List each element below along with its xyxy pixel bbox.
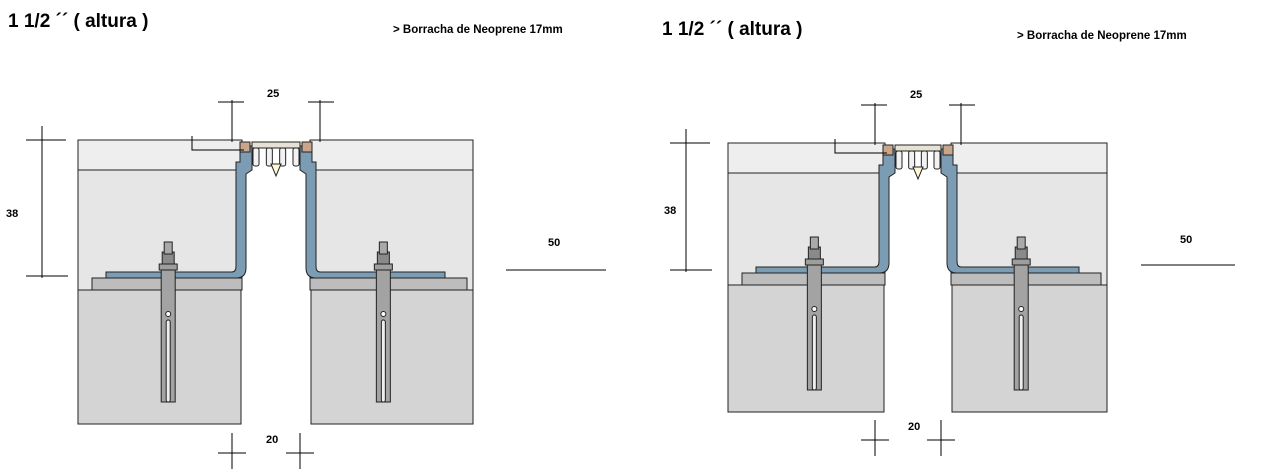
- anchor-slot: [811, 314, 817, 391]
- anchor-bolt-head: [1016, 236, 1026, 250]
- neoprene-note: > Borracha de Neoprene 17mm: [393, 24, 563, 36]
- anchor-bolt-head: [378, 241, 388, 255]
- panel-title: 1 1/2 ´´ ( altura ): [8, 11, 149, 32]
- neoprene-edge-right: [301, 141, 313, 153]
- neoprene-note: > Borracha de Neoprene 17mm: [1017, 30, 1187, 42]
- anchor-pin: [811, 306, 818, 312]
- neoprene-strip: [894, 144, 942, 152]
- diagram-panel-left: 1 1/2 ´´ ( altura ) > Borracha de Neopre…: [0, 0, 630, 475]
- neoprene-edge-right: [942, 144, 954, 156]
- anchor-washer: [373, 263, 393, 271]
- dimension-top-label: 25: [267, 88, 280, 100]
- leader-line: [191, 136, 244, 151]
- neoprene-fin: [265, 147, 273, 167]
- anchor-bolt-head: [809, 236, 819, 250]
- anchor-pin: [1018, 306, 1025, 312]
- concrete-slab-left: [727, 284, 885, 413]
- anchor-washer: [1011, 258, 1031, 266]
- concrete-slab-right: [310, 289, 474, 425]
- concrete-slab-right: [951, 284, 1108, 413]
- neoprene-fin: [252, 147, 260, 167]
- joint-cross-section-drawing: [670, 103, 1235, 456]
- neoprene-tip: [912, 166, 924, 181]
- finish-layer-right: [309, 139, 474, 171]
- anchor-bolt-head: [163, 241, 173, 255]
- concrete-slab-left: [77, 289, 242, 425]
- anchor-washer: [804, 258, 824, 266]
- neoprene-tip: [270, 163, 282, 178]
- anchor-slot: [380, 319, 386, 403]
- dimension-top-label: 25: [910, 89, 923, 101]
- diagram-panel-right: 1 1/2 ´´ ( altura ) > Borracha de Neopre…: [631, 0, 1261, 475]
- dimension-left-label: 38: [664, 205, 677, 217]
- anchor-slot: [1018, 314, 1024, 391]
- screed-layer-right: [950, 172, 1108, 286]
- anchor-pin: [380, 311, 387, 317]
- neoprene-edge-left: [882, 144, 894, 156]
- leader-line: [834, 139, 887, 154]
- anchor-pin: [165, 311, 172, 317]
- neoprene-strip: [251, 141, 301, 149]
- neoprene-fin: [920, 150, 928, 170]
- neoprene-fin: [908, 150, 916, 170]
- neoprene-fin: [933, 150, 941, 170]
- neoprene-fin: [279, 147, 287, 167]
- dimension-bottom-label: 20: [908, 421, 921, 433]
- neoprene-edge-left: [239, 141, 251, 153]
- anchor-slot: [165, 319, 171, 403]
- finish-layer-left: [727, 142, 886, 174]
- screed-layer-left: [727, 172, 886, 286]
- panel-title: 1 1/2 ´´ ( altura ): [662, 19, 803, 40]
- dimension-right-label: 50: [548, 237, 561, 249]
- dimension-right-label: 50: [1180, 234, 1193, 246]
- finish-layer-right: [950, 142, 1108, 174]
- finish-layer-left: [77, 139, 243, 171]
- neoprene-fin: [292, 147, 300, 167]
- joint-cross-section-drawing: [26, 100, 606, 469]
- anchor-washer: [158, 263, 178, 271]
- dimension-bottom-label: 20: [266, 434, 279, 446]
- neoprene-fin: [895, 150, 903, 170]
- dimension-left-label: 38: [6, 208, 19, 220]
